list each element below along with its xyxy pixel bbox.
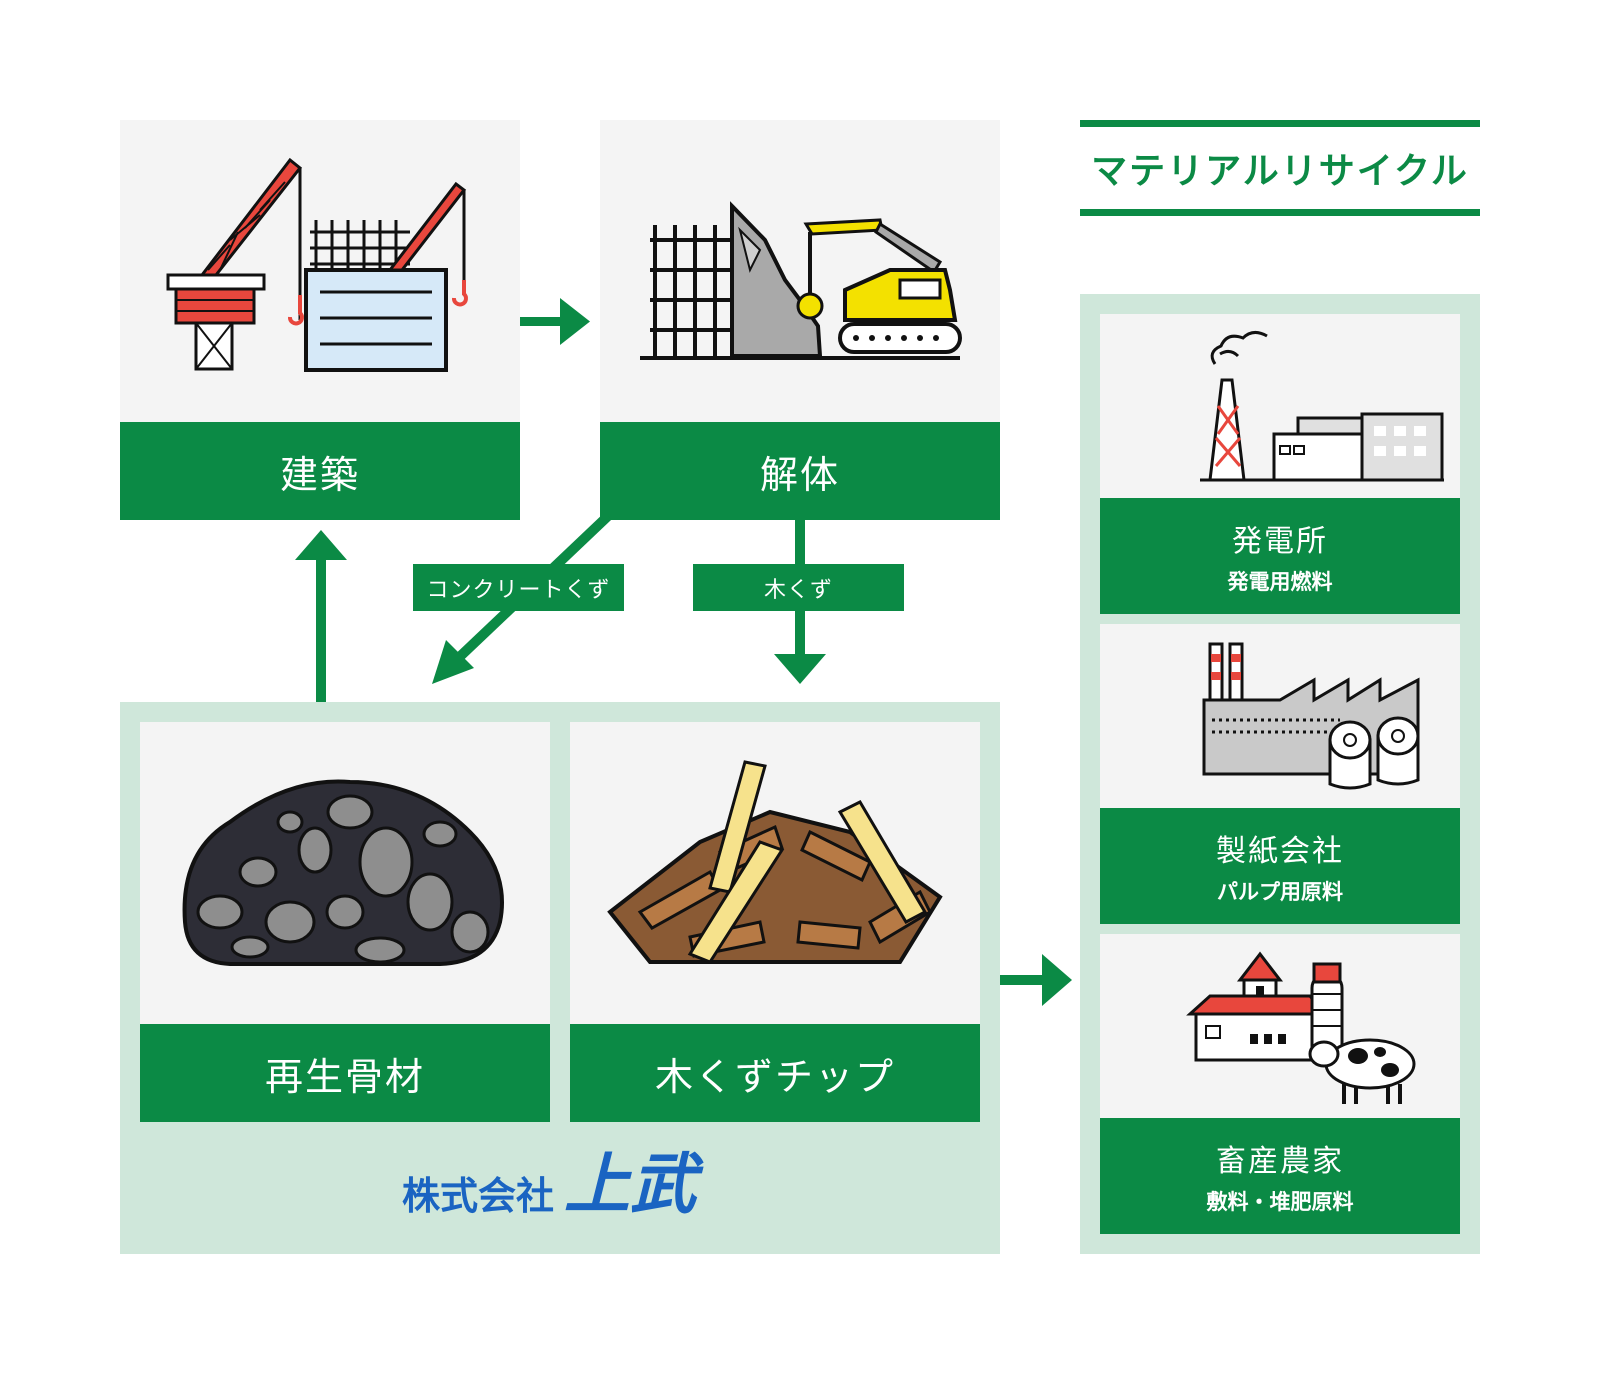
paper-mill-icon <box>1202 642 1420 790</box>
recycle-title-box: マテリアルリサイクル <box>1080 120 1480 216</box>
livestock-farm-use: 敷料・堆肥原料 <box>1206 1190 1354 1214</box>
construction-text: 建築 <box>279 452 360 497</box>
wood-chips-icon <box>607 760 943 964</box>
paper-mill-card <box>1100 624 1460 808</box>
aggregate-card <box>140 722 550 1024</box>
wood-waste-text: 木くず <box>763 577 833 603</box>
paper-mill-use: パルプ用原料 <box>1217 880 1343 904</box>
concrete-waste-tag: コンクリートくず <box>413 564 624 611</box>
aggregate-text: 再生骨材 <box>264 1054 425 1099</box>
livestock-farm-label: 畜産農家 敷料・堆肥原料 <box>1100 1118 1460 1234</box>
paper-mill-label: 製紙会社 パルプ用原料 <box>1100 808 1460 924</box>
aggregate-label: 再生骨材 <box>140 1024 550 1122</box>
arrow-to-recycle <box>1000 954 1072 1006</box>
construction-card <box>120 120 520 422</box>
recycle-title: マテリアルリサイクル <box>1091 151 1469 192</box>
livestock-farm-name: 畜産農家 <box>1216 1144 1344 1179</box>
demolition-label: 解体 <box>600 422 1000 520</box>
wood-waste-tag: 木くず <box>693 564 904 611</box>
company-prefix: 株式会社 <box>402 1174 555 1218</box>
wood-chips-text: 木くずチップ <box>654 1054 895 1099</box>
crane-icon <box>166 157 468 372</box>
livestock-farm-card <box>1100 934 1460 1118</box>
power-plant-use: 発電用燃料 <box>1227 570 1333 594</box>
power-plant-card <box>1100 314 1460 498</box>
demolition-excavator-icon <box>640 201 962 360</box>
paper-mill-name: 製紙会社 <box>1216 834 1344 869</box>
wood-chips-card <box>570 722 980 1024</box>
power-plant-icon <box>1200 331 1444 482</box>
demolition-card <box>600 120 1000 422</box>
wood-chips-label: 木くずチップ <box>570 1024 980 1122</box>
concrete-waste-text: コンクリートくず <box>426 577 611 603</box>
demolition-text: 解体 <box>759 452 840 497</box>
aggregate-pile-icon <box>182 779 504 966</box>
power-plant-label: 発電所 発電用燃料 <box>1100 498 1460 614</box>
arrow-construction-to-demolition <box>520 298 590 345</box>
company-name: 株式会社 上武 <box>402 1150 696 1220</box>
power-plant-name: 発電所 <box>1232 524 1328 559</box>
construction-label: 建築 <box>120 422 520 520</box>
arrow-aggregate-to-construction <box>295 530 347 702</box>
livestock-farm-icon <box>1186 951 1416 1104</box>
company-brand: 上武 <box>564 1146 697 1223</box>
